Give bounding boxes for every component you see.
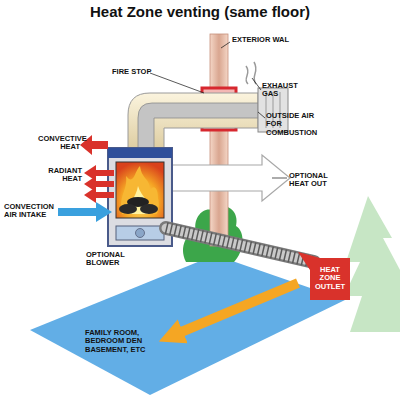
radiant-heat-arrow [84, 176, 114, 192]
node-shape [28, 248, 350, 398]
leader-line [252, 78, 261, 90]
leader-line [150, 73, 204, 93]
blower-vent [116, 226, 164, 240]
log [119, 204, 137, 214]
callout-label: OUTSIDE AIR FOR COMBUSTION [266, 112, 316, 137]
callout-label: CONVECTION AIR INTAKE [4, 203, 56, 220]
heat-zone-outlet: HEAT ZONE OUTLET [298, 250, 350, 300]
blower-fan [136, 229, 145, 238]
exhaust-wisp [246, 62, 256, 84]
flex-duct-ribs [166, 228, 314, 262]
radiant-heat-arrow [84, 165, 114, 181]
air-intake-arrow [58, 202, 112, 222]
leader-line [221, 42, 230, 48]
node-text: FAMILY ROOM, BEDROOM DEN BASEMENT, ETC [85, 329, 153, 354]
callout-label: EXTERIOR WAL [232, 36, 302, 44]
heat-flow-arrow [176, 283, 298, 334]
node-text: HEAT ZONE OUTLET [311, 266, 349, 291]
callout-label: RADIANT HEAT [44, 167, 82, 184]
flex-duct [166, 228, 314, 262]
diagram-title: Heat Zone venting (same floor) [0, 4, 400, 21]
convective-heat-arrow [80, 135, 108, 155]
callout-label: FIRE STOP [112, 68, 162, 76]
floor-area-shape [30, 255, 345, 395]
callout-label: OPTIONAL BLOWER [86, 251, 131, 268]
radiant-heat-arrow [84, 187, 114, 203]
exterior-wall [210, 34, 228, 246]
callout-label: CONVECTIVE HEAT [38, 135, 80, 152]
log [140, 204, 158, 214]
leader-line [272, 178, 287, 179]
vent-pipe-outer [128, 93, 258, 152]
callout-label: OPTIONAL HEAT OUT [289, 172, 331, 189]
leader-line [258, 112, 265, 118]
vent-pipe-inner [138, 103, 258, 152]
heat-out-arrow [172, 155, 290, 201]
pine-tree [344, 196, 400, 332]
floor-area: FAMILY ROOM, BEDROOM DEN BASEMENT, ETC [28, 248, 350, 398]
flex-duct-highlight [166, 228, 314, 262]
firebox [116, 162, 164, 218]
callout-label: EXHAUST GAS [262, 82, 302, 99]
fireplace-top [108, 148, 172, 158]
